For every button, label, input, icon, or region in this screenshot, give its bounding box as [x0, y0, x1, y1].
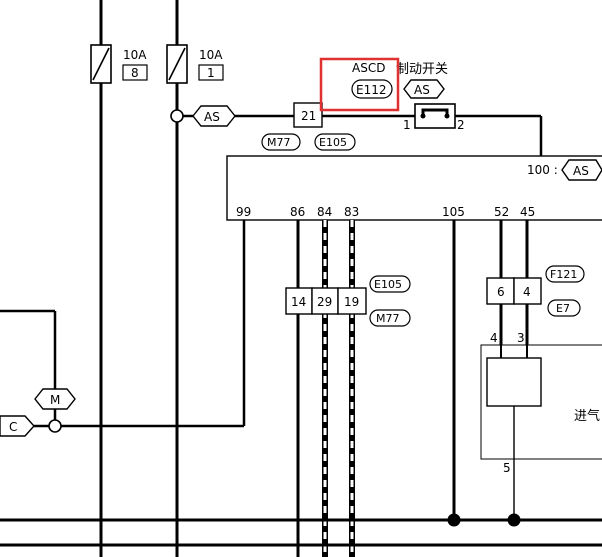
fuse-8-rating: 10A	[123, 48, 147, 62]
c-connector: C	[0, 415, 35, 437]
ecm-pin-105: 105	[442, 205, 465, 219]
ecm-pin-52: 52	[494, 205, 509, 219]
fuse-8-number: 8	[131, 66, 139, 80]
fuse-8: 10A 8	[90, 44, 148, 84]
right-connector: 6 4	[486, 277, 542, 305]
sensor-pin-5: 5	[503, 461, 511, 475]
svg-text:M77: M77	[267, 136, 291, 149]
sensor-element	[486, 357, 542, 407]
svg-text:E112: E112	[356, 83, 387, 97]
switch-pin-2: 2	[457, 118, 465, 132]
ascd-label: ASCD	[352, 61, 385, 75]
ecm-pin-45: 45	[520, 205, 535, 219]
ecm-pin-99: 99	[236, 205, 251, 219]
ecm-ref: 100 :	[527, 163, 558, 177]
svg-text:AS: AS	[573, 164, 589, 178]
f121-label: F121	[545, 265, 585, 283]
svg-text:AS: AS	[414, 83, 430, 97]
junction-left	[48, 419, 62, 433]
junction-bottom-105	[447, 513, 461, 527]
svg-text:M: M	[50, 393, 60, 407]
svg-text:C: C	[9, 420, 17, 434]
e112-label: E112	[351, 79, 393, 99]
junction-bottom-sensor	[507, 513, 521, 527]
mid-connector: 14 29 19	[285, 287, 367, 315]
m-connector: M	[34, 388, 76, 410]
as-connector-switch: AS	[403, 79, 445, 99]
highlight-box	[319, 57, 400, 112]
sensor-pin-3: 3	[517, 331, 525, 345]
e7-label: E7	[547, 299, 581, 317]
mid-pin-29: 29	[317, 295, 332, 309]
fuse-1-rating: 10A	[199, 48, 223, 62]
ecm-pin-83: 83	[344, 205, 359, 219]
svg-text:E105: E105	[374, 278, 402, 291]
fuse-1: 10A 1	[166, 44, 224, 84]
m77-label-top: M77	[261, 133, 301, 151]
mid-pin-14: 14	[291, 295, 306, 309]
as-connector-top: AS	[192, 105, 236, 127]
e105-label-mid: E105	[369, 275, 411, 293]
right-pin-6: 6	[497, 285, 505, 299]
svg-text:AS: AS	[204, 110, 220, 124]
mid-pin-19: 19	[344, 295, 359, 309]
sensor-pin-4: 4	[490, 331, 498, 345]
right-pin-4: 4	[523, 285, 531, 299]
ecm-pin-84: 84	[317, 205, 332, 219]
junction-top	[170, 109, 184, 123]
switch-pin-1: 1	[403, 118, 411, 132]
e105-label-top: E105	[314, 133, 356, 151]
fuse-1-number: 1	[207, 66, 215, 80]
ecm-pin-86: 86	[290, 205, 305, 219]
intake-label: 进气	[574, 408, 600, 424]
svg-text:E7: E7	[556, 302, 570, 315]
svg-text:M77: M77	[376, 312, 400, 325]
ecm-box: 100 : AS	[226, 155, 602, 221]
m77-label-mid: M77	[369, 309, 411, 327]
brake-switch-label: 制动开关	[396, 62, 448, 77]
svg-text:F121: F121	[550, 268, 577, 281]
svg-text:E105: E105	[319, 136, 347, 149]
connector-21: 21	[293, 102, 323, 128]
brake-switch: 1 2	[403, 103, 465, 132]
svg-text:21: 21	[301, 109, 316, 123]
